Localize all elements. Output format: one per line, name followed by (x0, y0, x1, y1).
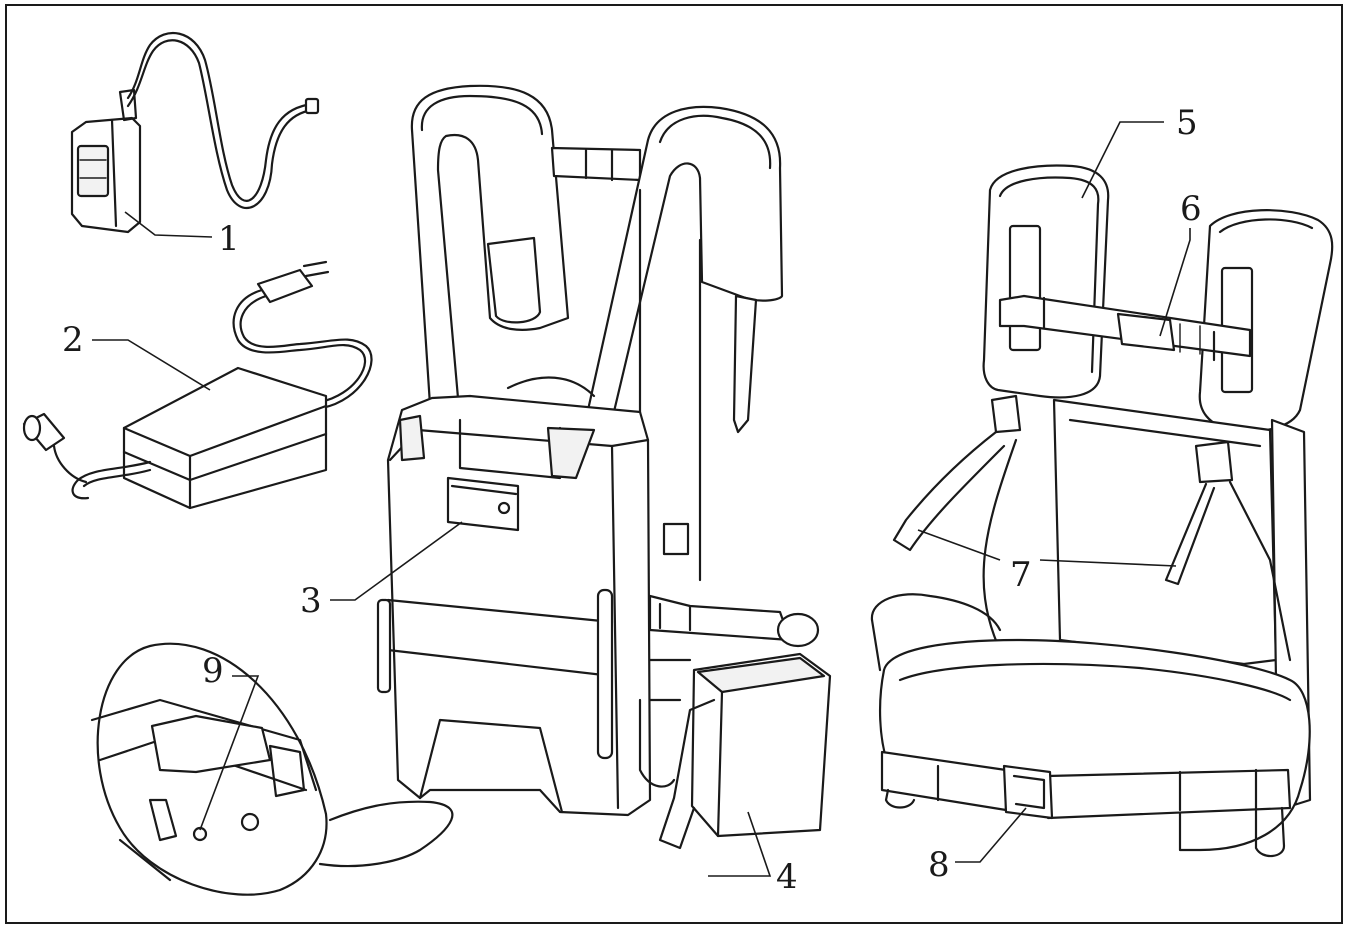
callout-1: 1 (218, 219, 240, 259)
callout-4: 4 (776, 857, 798, 897)
battery-adapter-illustration (70, 31, 320, 234)
callout-3: 3 (300, 581, 322, 621)
leader-1 (124, 211, 213, 238)
leader-6 (1159, 228, 1191, 337)
leader-7a (917, 529, 1001, 561)
callout-2: 2 (62, 320, 84, 360)
leader-8 (955, 807, 1027, 863)
backpack-rear-illustration (870, 164, 1334, 858)
leader-7b (1039, 559, 1177, 567)
detail-magnifier-illustration (90, 642, 454, 896)
leader-3 (330, 521, 463, 601)
callout-7: 7 (1010, 555, 1032, 595)
diagram-frame (5, 4, 1343, 924)
leader-4 (708, 811, 772, 877)
charger-illustration (22, 260, 373, 510)
callout-5: 5 (1176, 103, 1198, 143)
callout-9: 9 (202, 651, 224, 691)
callout-6: 6 (1180, 189, 1202, 229)
leader-5 (1081, 121, 1164, 199)
leader-9 (199, 675, 260, 831)
leader-2 (92, 339, 211, 391)
backpack-front-illustration (376, 84, 832, 850)
callout-8: 8 (928, 845, 950, 885)
